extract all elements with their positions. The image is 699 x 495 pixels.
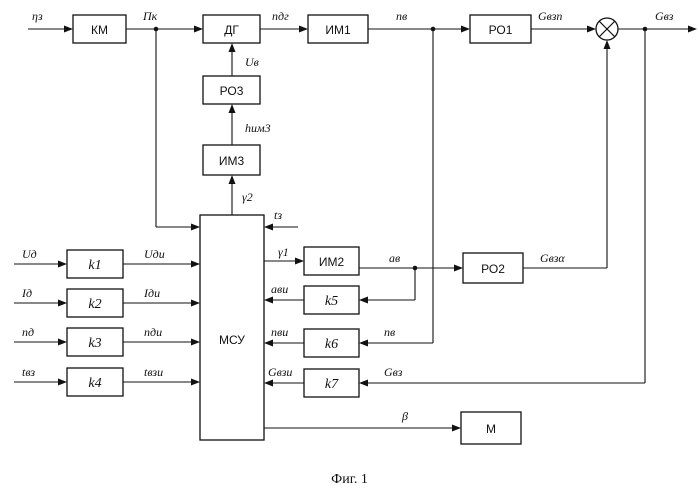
signal-beta: β [401,409,408,423]
signal-n-v-top: nв [396,9,407,23]
block-msu-label: МСУ [219,333,245,347]
figure-caption: Фиг. 1 [331,472,368,487]
signal-a-v-i: aви [271,282,288,296]
signal-a-v: aв [389,251,400,265]
signal-i-d: Iд [21,286,32,300]
signal-n-d: nд [22,325,34,339]
signal-g-vz-out: Gвз [655,9,674,23]
block-k6-label: k6 [325,337,338,352]
junction-dot [431,27,436,32]
signal-n-d-i: nди [144,325,162,339]
signal-labels: ηз Пк nдг nв Gвзn Gвз Uв hим3 γ2 tз γ1 a… [21,9,674,423]
signal-g-vz-i: Gвзи [268,365,292,379]
junction-dot [413,266,418,271]
block-k7-label: k7 [325,377,339,392]
block-km-label: КМ [91,23,108,37]
block-ro1-label: РО1 [489,23,513,37]
signal-n-v-fb: nв [384,325,395,339]
signal-g-vz-fb: Gвз [384,365,403,379]
signal-t-vz-i: tвзи [144,365,163,379]
signal-gamma2: γ2 [242,190,253,204]
signal-g-vz-alpha: Gвзα [540,251,565,265]
block-dg-label: ДГ [224,23,239,37]
block-k2-label: k2 [88,297,101,312]
signal-i-d-i: Iди [143,286,160,300]
junction-dot [643,27,648,32]
signal-u-d-i: Uди [144,247,165,261]
signal-t-z: tз [274,208,282,222]
signal-pk: Пк [142,9,158,23]
signal-eta: ηз [32,9,43,23]
block-k4-label: k4 [88,376,101,391]
signal-h-im3: hим3 [245,121,271,135]
signal-g-vz-n: Gвзn [538,9,562,23]
junction-dot [154,27,159,32]
block-m-label: М [486,422,496,436]
block-k3-label: k3 [88,336,101,351]
block-ro3-label: РО3 [220,84,244,98]
block-ro2-label: РО2 [481,262,505,276]
block-k5-label: k5 [325,294,338,309]
summing-junction [596,18,618,40]
block-im1-label: ИМ1 [325,23,351,37]
block-k1-label: k1 [88,258,101,273]
signal-u-d: Uд [22,247,37,261]
block-im3-label: ИМ3 [219,154,245,168]
signal-n-v-i: nви [271,325,288,339]
signal-u-v: Uв [245,55,259,69]
signal-gamma1: γ1 [278,245,289,259]
block-msu [200,215,264,440]
signal-t-vz: tвз [22,365,35,379]
block-im2-label: ИМ2 [319,255,345,269]
signal-n-dg: nдг [272,9,289,23]
